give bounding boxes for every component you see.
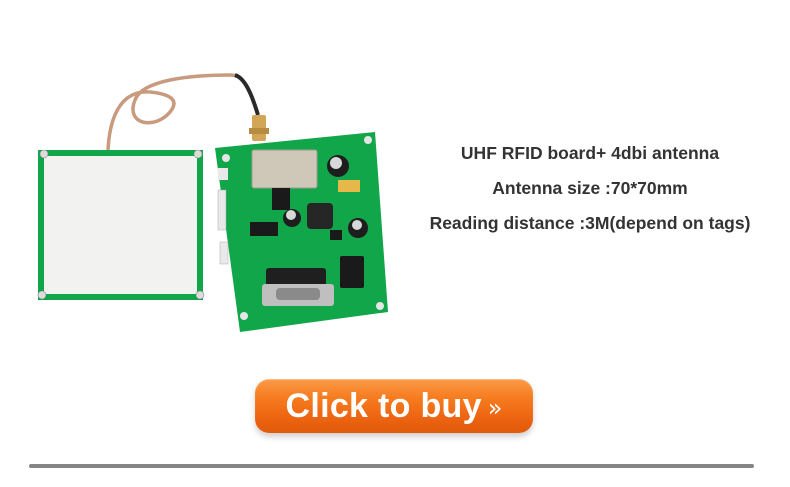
buy-button-label: Click to buy (285, 386, 482, 425)
spec-list: UHF RFID board+ 4dbi antenna Antenna siz… (395, 138, 785, 243)
spec-antenna-size: Antenna size :70*70mm (492, 178, 688, 198)
double-chevron-right-icon: » (487, 394, 503, 422)
antenna (37, 149, 205, 300)
click-to-buy-button[interactable]: Click to buy » (255, 379, 533, 433)
spec-title: UHF RFID board+ 4dbi antenna (460, 143, 720, 163)
divider (29, 464, 754, 468)
product-photo (30, 70, 410, 350)
reader-board (215, 132, 388, 332)
rfid-board-and-antenna-image (37, 73, 388, 332)
spec-reading-distance: Reading distance :3M(depend on tags) (429, 213, 751, 233)
